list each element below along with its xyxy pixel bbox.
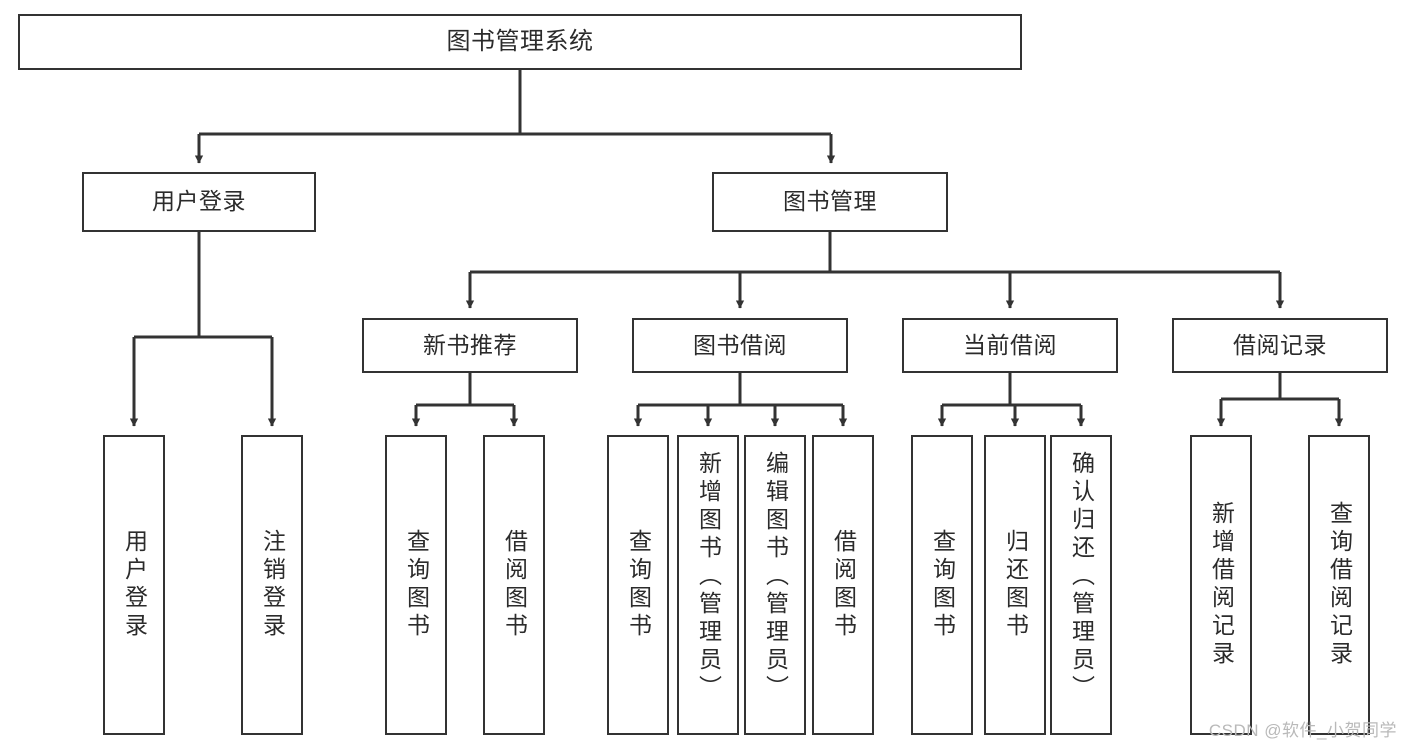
node-borrow-record[interactable]: 借阅记录: [1172, 318, 1388, 373]
node-user-login-label: 用户登录: [152, 188, 246, 215]
node-leaf-add-book-label: 新增图书（管理员）: [695, 451, 722, 703]
node-leaf-query-record-label: 查询借阅记录: [1326, 501, 1353, 669]
node-leaf-query-book-2-label: 查询图书: [625, 529, 652, 641]
node-borrow-record-label: 借阅记录: [1233, 331, 1327, 358]
node-leaf-user-login-label: 用户登录: [121, 529, 148, 641]
node-root-label: 图书管理系统: [446, 27, 594, 55]
node-leaf-query-book-3[interactable]: 查询图书: [911, 435, 973, 735]
node-leaf-borrow-book-2-label: 借阅图书: [830, 529, 857, 641]
node-leaf-user-login[interactable]: 用户登录: [103, 435, 165, 735]
node-book-manage-label: 图书管理: [783, 188, 877, 215]
node-leaf-borrow-book-1-label: 借阅图书: [501, 529, 528, 641]
node-new-book-recommend[interactable]: 新书推荐: [362, 318, 578, 373]
node-leaf-query-book-1[interactable]: 查询图书: [385, 435, 447, 735]
node-new-book-recommend-label: 新书推荐: [423, 331, 517, 358]
node-leaf-borrow-book-2[interactable]: 借阅图书: [812, 435, 874, 735]
watermark: CSDN @软件_小贺同学: [1208, 721, 1397, 740]
node-book-borrow[interactable]: 图书借阅: [632, 318, 848, 373]
node-current-borrow-label: 当前借阅: [963, 331, 1057, 358]
node-book-borrow-label: 图书借阅: [693, 331, 787, 358]
node-leaf-confirm-return-label: 确认归还（管理员）: [1068, 451, 1095, 703]
node-leaf-borrow-book-1[interactable]: 借阅图书: [483, 435, 545, 735]
node-leaf-return-book[interactable]: 归还图书: [984, 435, 1046, 735]
node-leaf-query-book-1-label: 查询图书: [403, 529, 430, 641]
node-leaf-add-book[interactable]: 新增图书（管理员）: [677, 435, 739, 735]
node-leaf-query-book-2[interactable]: 查询图书: [607, 435, 669, 735]
node-leaf-query-book-3-label: 查询图书: [929, 529, 956, 641]
node-leaf-edit-book-label: 编辑图书（管理员）: [762, 451, 789, 703]
node-leaf-edit-book[interactable]: 编辑图书（管理员）: [744, 435, 806, 735]
node-leaf-query-record[interactable]: 查询借阅记录: [1308, 435, 1370, 735]
node-root[interactable]: 图书管理系统: [18, 14, 1022, 70]
node-leaf-add-record-label: 新增借阅记录: [1208, 501, 1235, 669]
node-user-login[interactable]: 用户登录: [82, 172, 316, 232]
node-current-borrow[interactable]: 当前借阅: [902, 318, 1118, 373]
node-book-manage[interactable]: 图书管理: [712, 172, 948, 232]
node-leaf-return-book-label: 归还图书: [1002, 529, 1029, 641]
node-leaf-user-logout-label: 注销登录: [259, 529, 286, 641]
node-leaf-confirm-return[interactable]: 确认归还（管理员）: [1050, 435, 1112, 735]
node-leaf-add-record[interactable]: 新增借阅记录: [1190, 435, 1252, 735]
node-leaf-user-logout[interactable]: 注销登录: [241, 435, 303, 735]
